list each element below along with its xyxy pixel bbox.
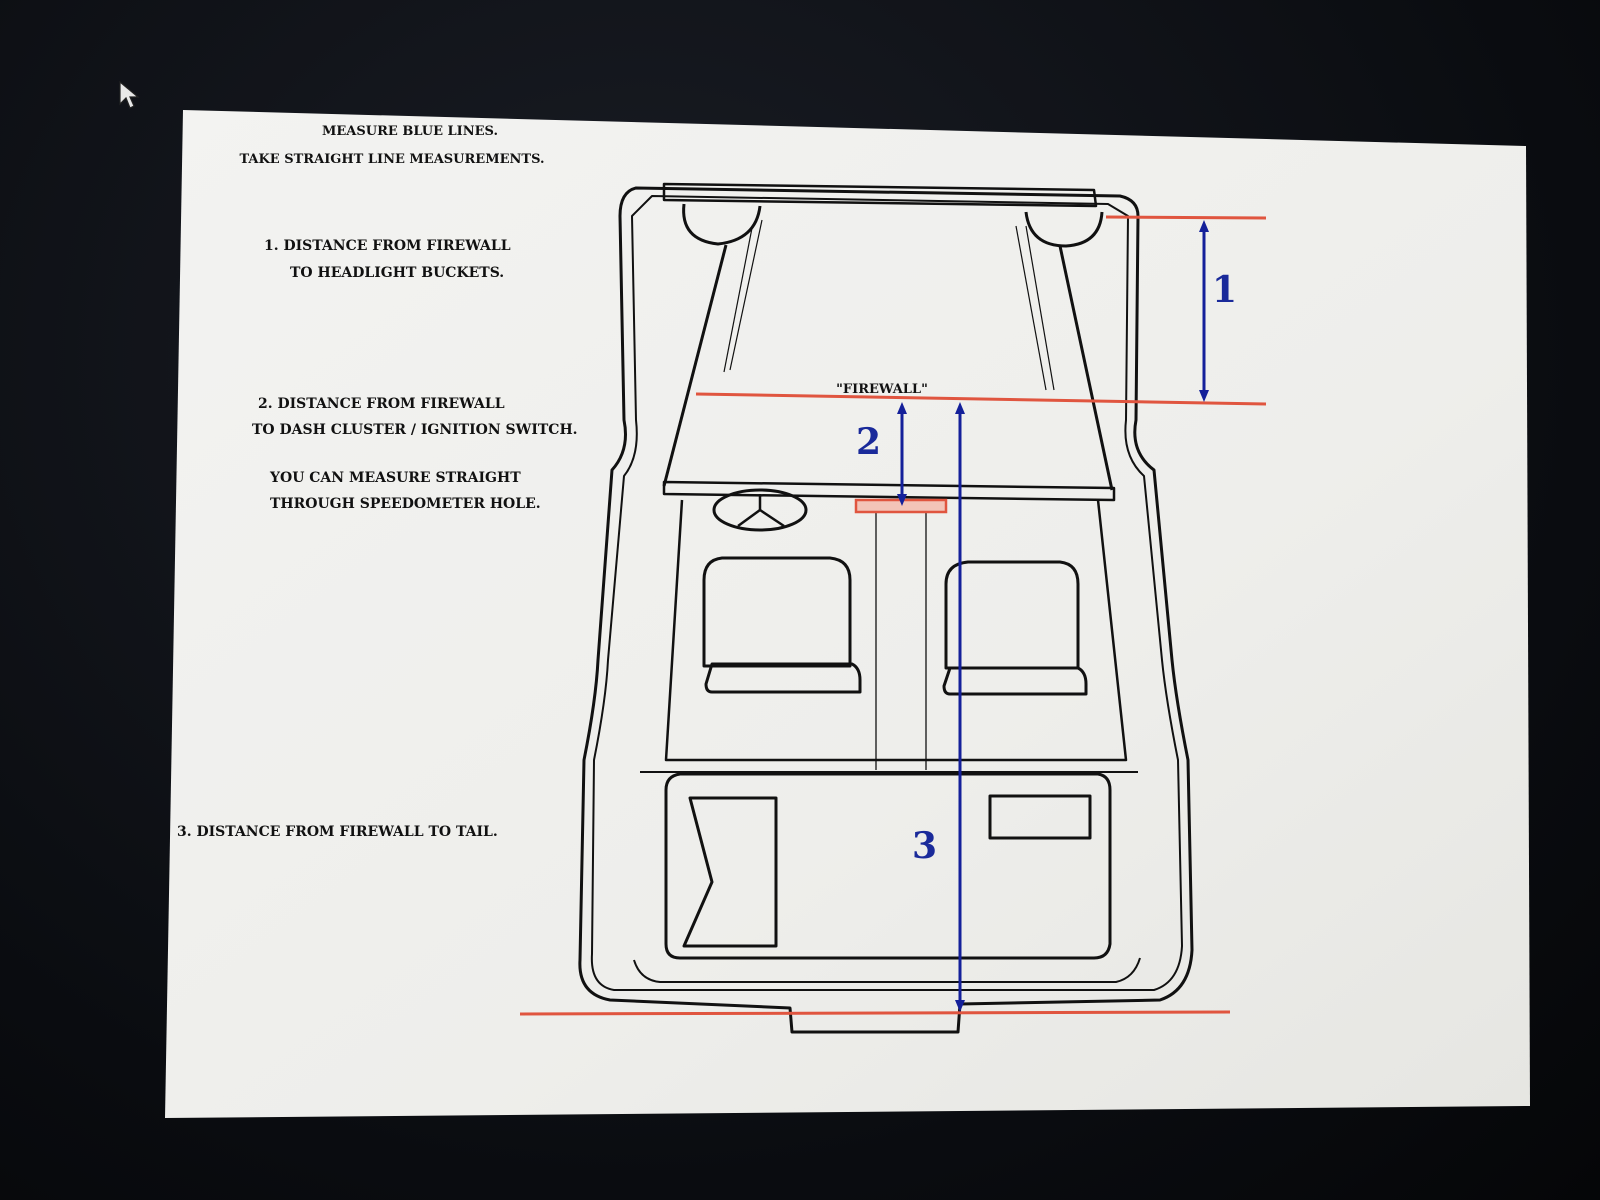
- note-1: 1. DISTANCE FROM FIREWALL TO HEADLIGHT B…: [264, 238, 511, 281]
- note-2-line-2: TO DASH CLUSTER / IGNITION SWITCH.: [252, 422, 578, 438]
- note-2-line-1: 2. DISTANCE FROM FIREWALL: [258, 396, 505, 412]
- instruction-line-1: MEASURE BLUE LINES.: [322, 124, 498, 139]
- vehicle-outline: [578, 182, 1194, 1034]
- hood-line: [1015, 225, 1047, 391]
- diagram-paper: [165, 110, 1530, 1118]
- blue-line-1-arrow-bottom: [1199, 390, 1209, 402]
- vehicle-body-inner: [590, 195, 1183, 991]
- vehicle-body-outer: [578, 186, 1194, 1034]
- firewall-label: "FIREWALL": [836, 382, 928, 397]
- hood-line: [723, 227, 753, 373]
- instruction-line-2: TAKE STRAIGHT LINE MEASUREMENTS.: [239, 152, 544, 167]
- note-2-line-4: THROUGH SPEEDOMETER HOLE.: [270, 496, 541, 512]
- blue-line-2-arrow-bottom: [897, 494, 907, 506]
- left-seat: [702, 556, 862, 694]
- marker-2: 2: [856, 421, 881, 463]
- blue-line-3-arrow-top: [955, 402, 965, 414]
- note-3: 3. DISTANCE FROM FIREWALL TO TAIL.: [177, 824, 498, 840]
- note-1-line-1: 1. DISTANCE FROM FIREWALL: [264, 238, 511, 254]
- right-rear-panel: [988, 794, 1092, 840]
- red-line-firewall: [695, 392, 1267, 406]
- blue-line-3-arrow-bottom: [955, 1000, 965, 1012]
- instructions-block: MEASURE BLUE LINES. TAKE STRAIGHT LINE M…: [239, 124, 544, 167]
- left-headlight: [682, 203, 762, 246]
- note-2-line-3: YOU CAN MEASURE STRAIGHT: [269, 470, 521, 486]
- red-line-tail: [519, 1010, 1231, 1016]
- blue-line-1-arrow-top: [1199, 220, 1209, 232]
- blue-line-2-arrow-top: [897, 402, 907, 414]
- note-3-line-1: 3. DISTANCE FROM FIREWALL TO TAIL.: [177, 824, 498, 840]
- left-pillar: [662, 244, 728, 487]
- hood-line: [729, 219, 763, 371]
- steering-wheel-icon: [712, 488, 808, 532]
- right-pillar: [1058, 245, 1114, 491]
- right-headlight: [1024, 211, 1104, 248]
- dashboard: [662, 480, 1116, 502]
- left-rear-panel: [682, 796, 778, 948]
- cockpit-tub: [664, 499, 1128, 762]
- note-2: 2. DISTANCE FROM FIREWALL TO DASH CLUSTE…: [252, 396, 578, 512]
- mouse-pointer-icon: [119, 80, 140, 109]
- red-line-headlights: [1105, 215, 1267, 220]
- windshield-frame: [662, 182, 1098, 208]
- note-1-line-2: TO HEADLIGHT BUCKETS.: [290, 265, 504, 281]
- marker-1: 1: [1212, 269, 1237, 311]
- rear-deck: [664, 772, 1112, 960]
- right-seat: [942, 560, 1088, 696]
- marker-3: 3: [912, 825, 937, 867]
- hood-line: [1025, 225, 1055, 391]
- rear-deck-inner: [633, 771, 1141, 983]
- blue-measurement-lines: [897, 220, 1209, 1012]
